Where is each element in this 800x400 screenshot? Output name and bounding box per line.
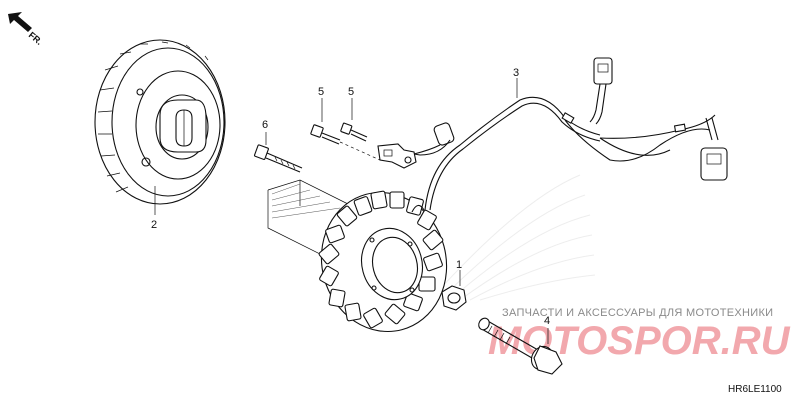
stator bbox=[318, 190, 448, 333]
front-direction-indicator: FR. bbox=[8, 12, 44, 47]
wire-harness bbox=[401, 57, 728, 211]
bolt-5b bbox=[340, 98, 368, 142]
callout-1: 1 bbox=[456, 259, 462, 271]
pulse-sensor bbox=[377, 143, 441, 169]
callout-4: 4 bbox=[544, 315, 550, 327]
callout-3: 3 bbox=[513, 67, 519, 79]
nut-1 bbox=[441, 270, 467, 311]
callout-2: 2 bbox=[151, 219, 157, 231]
projection-plane bbox=[267, 179, 361, 265]
watermark-tagline: ЗАПЧАСТИ И АКСЕССУАРЫ ДЛЯ МОТОТЕХНИКИ bbox=[502, 307, 773, 319]
callout-5b: 5 bbox=[348, 86, 354, 98]
front-label: FR. bbox=[27, 30, 45, 47]
bolt-5a bbox=[310, 98, 341, 145]
arrow-upleft-icon bbox=[8, 12, 32, 32]
callout-5a: 5 bbox=[318, 86, 324, 98]
callout-6: 6 bbox=[262, 119, 268, 131]
bolt-6 bbox=[253, 132, 303, 173]
diagram-code: HR6LE1100 bbox=[728, 384, 782, 395]
flange-bolt-4 bbox=[478, 317, 563, 375]
wing-emblem-watermark bbox=[429, 174, 596, 301]
flywheel bbox=[94, 39, 226, 215]
